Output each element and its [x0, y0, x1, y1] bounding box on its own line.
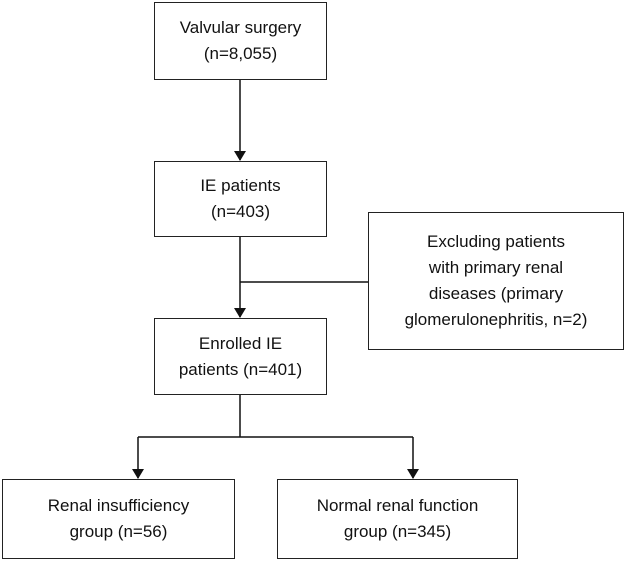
renal-insufficiency-label: Renal insufficiency: [47, 496, 190, 515]
enrolled-count: patients (n=401): [178, 359, 303, 379]
enrolled-patients-box: Enrolled IE patients (n=401): [154, 318, 327, 395]
exclusion-line-1: Excluding patients: [427, 232, 565, 251]
valvular-surgery-count: (n=8,055): [203, 44, 278, 63]
exclusion-line-3: diseases (primary: [428, 284, 564, 303]
normal-renal-function-box: Normal renal function group (n=345): [277, 479, 518, 559]
exclusion-line-2: with primary renal: [428, 258, 564, 277]
renal-insufficiency-box: Renal insufficiency group (n=56): [2, 479, 235, 559]
ie-patients-box: IE patients (n=403): [154, 161, 327, 237]
normal-renal-count: group (n=345): [343, 522, 452, 541]
valvular-surgery-box: Valvular surgery (n=8,055): [154, 2, 327, 80]
exclusion-box: Excluding patients with primary renal di…: [368, 212, 624, 350]
ie-patients-count: (n=403): [210, 202, 271, 221]
exclusion-line-4: glomerulonephritis, n=2): [404, 310, 588, 329]
normal-renal-label: Normal renal function: [316, 496, 479, 515]
ie-patients-label: IE patients: [200, 176, 281, 195]
valvular-surgery-label: Valvular surgery: [179, 18, 302, 37]
renal-insufficiency-count: group (n=56): [69, 522, 168, 541]
enrolled-label: Enrolled IE: [198, 333, 283, 353]
